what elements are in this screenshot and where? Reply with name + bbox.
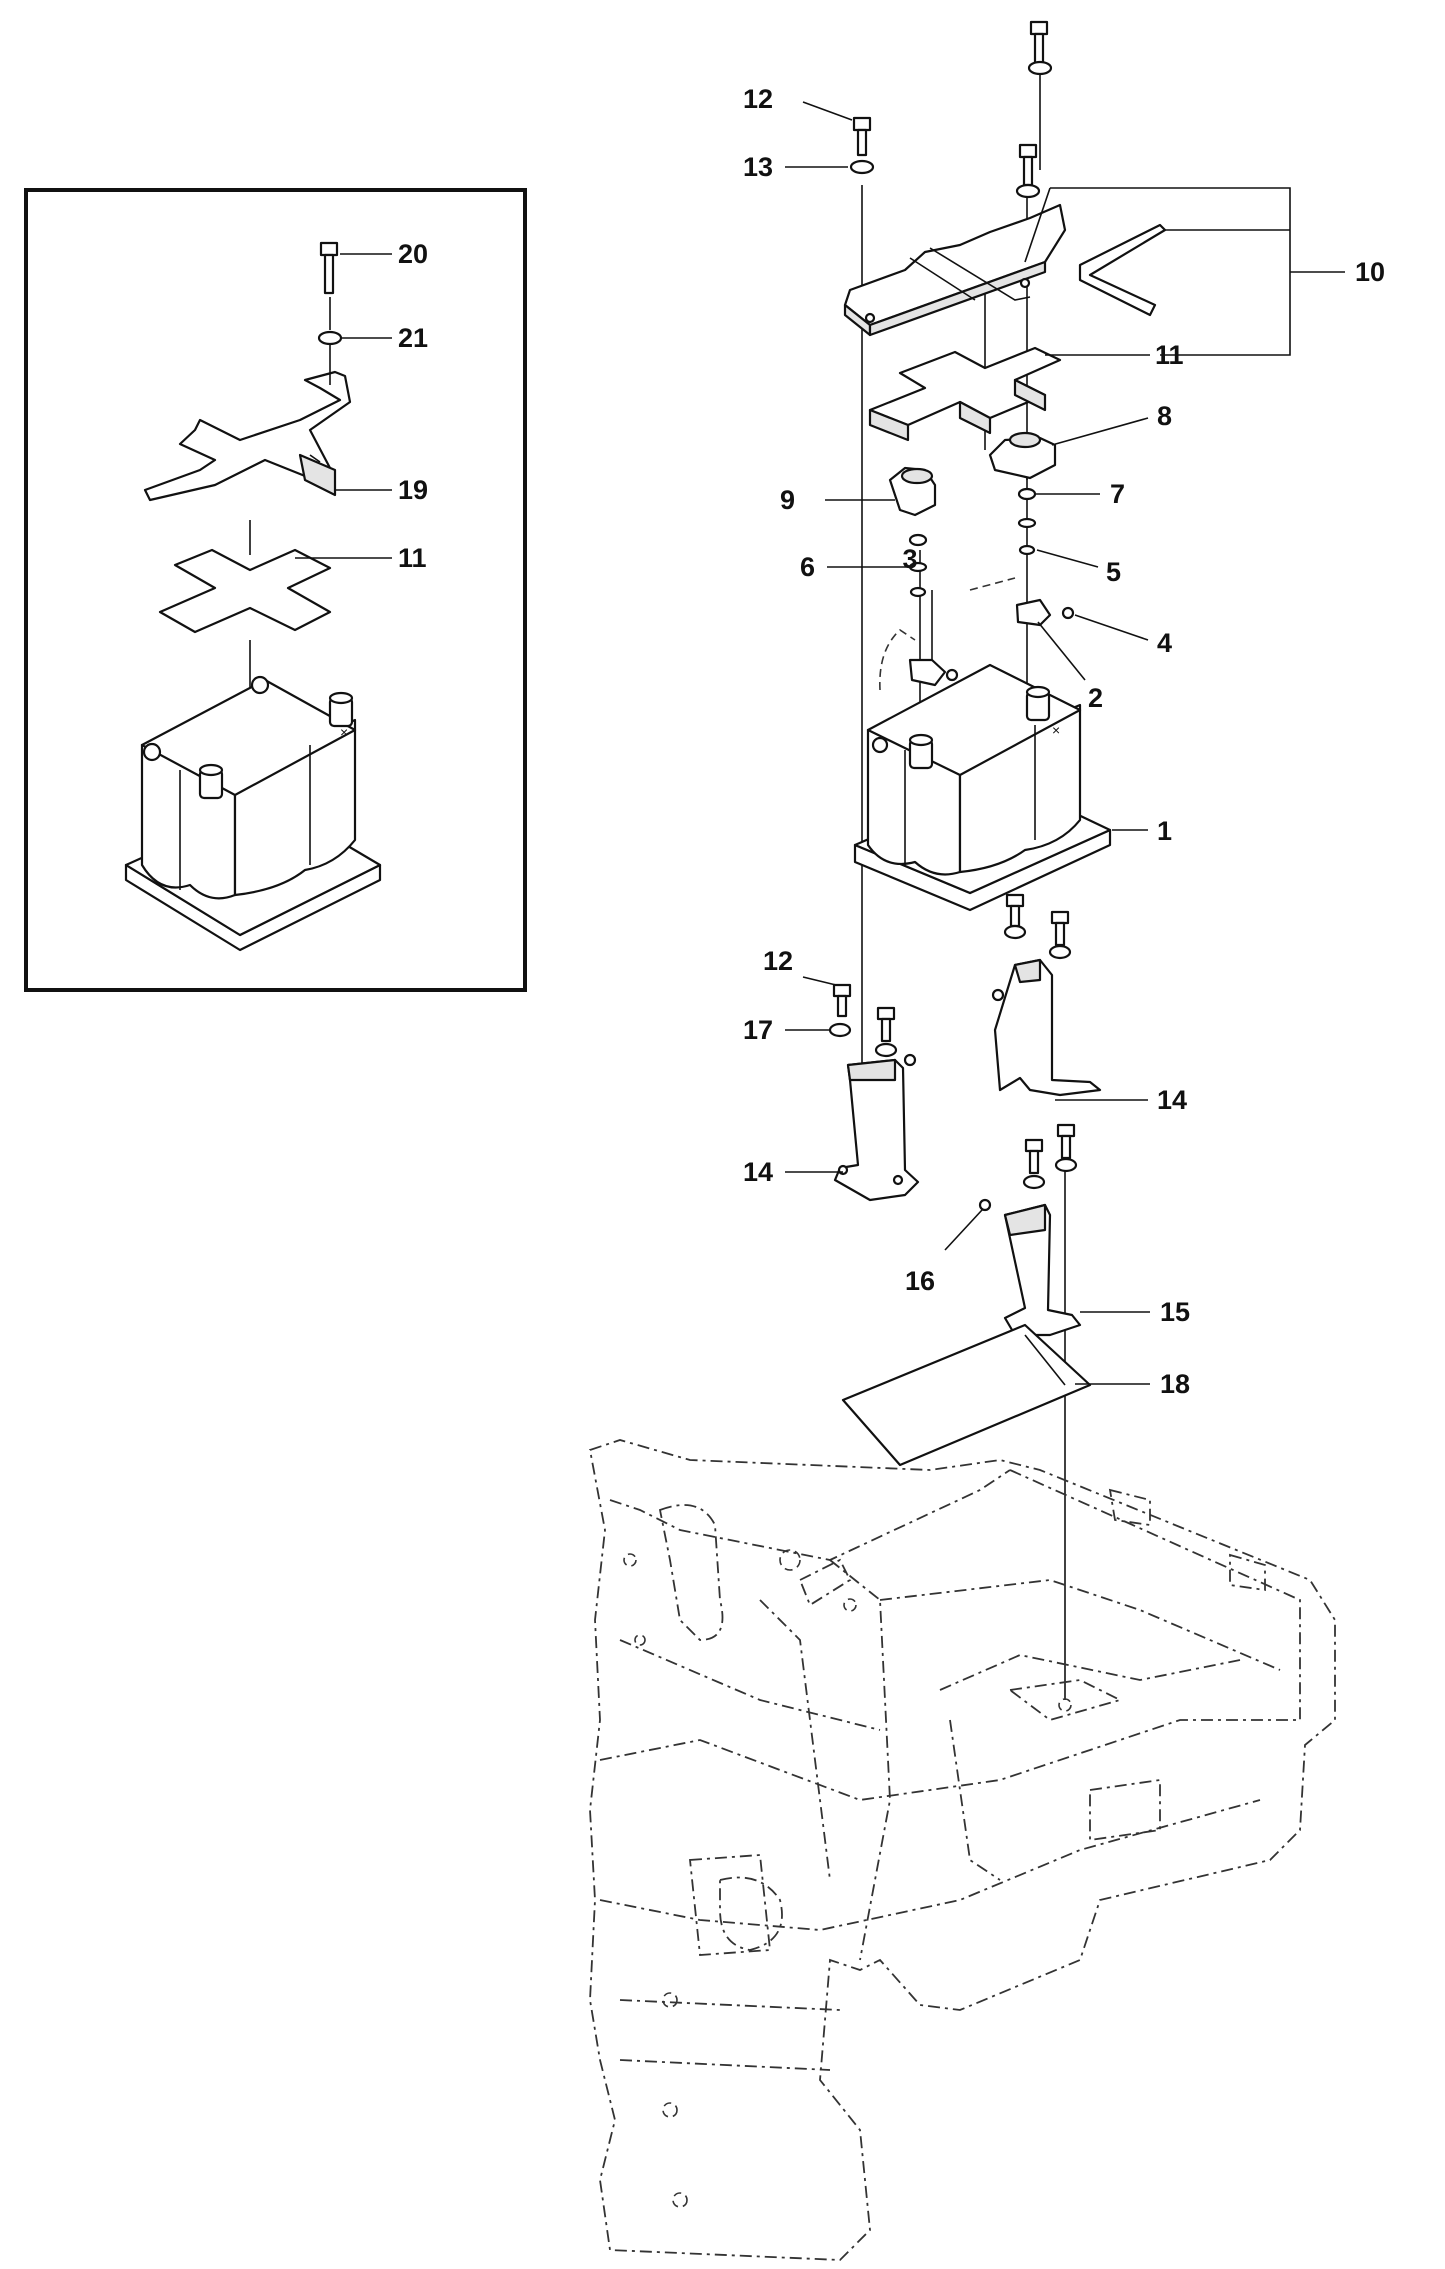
callout-12-top: 12: [743, 84, 773, 114]
inset-frame: [24, 188, 527, 992]
bolt-12-top: [852, 116, 872, 157]
callout-4: 4: [1157, 628, 1172, 658]
callout-21: 21: [398, 323, 428, 353]
inset-pad-11: [158, 548, 332, 634]
callout-13: 13: [743, 152, 773, 182]
bracket-15: [978, 1123, 1082, 1337]
inset-hold-down-bracket-19: [143, 370, 352, 502]
inset-battery: ×: [124, 675, 382, 952]
callout-17: 17: [743, 1015, 773, 1045]
bracket-14-right: [991, 893, 1102, 1097]
callout-5: 5: [1106, 557, 1121, 587]
battery-1: ×: [853, 663, 1112, 912]
inset-washer-21: [317, 330, 343, 346]
svg-text:×: ×: [1052, 722, 1060, 738]
callout-19: 19: [398, 475, 428, 505]
callout-11-inset: 11: [398, 543, 427, 573]
terminal-cover-8: [988, 431, 1057, 480]
inset-bolt-20: [319, 241, 339, 295]
tray-mat-18: [841, 1323, 1092, 1467]
callout-8: 8: [1157, 401, 1172, 431]
callout-9: 9: [780, 485, 795, 515]
callout-14-left: 14: [743, 1157, 773, 1187]
callout-11-main: 11: [1155, 340, 1184, 370]
hold-down-frame-10: [843, 203, 1167, 337]
callout-10: 10: [1355, 257, 1385, 287]
callout-12-low: 12: [763, 946, 793, 976]
callout-15: 15: [1160, 1297, 1190, 1327]
machine-frame-dashed: [588, 1439, 1336, 2261]
hold-down-angle: [1078, 223, 1167, 317]
callout-6: 6: [800, 552, 815, 582]
callout-3: 3: [902, 544, 917, 574]
washer-13: [849, 159, 875, 175]
callout-7: 7: [1110, 479, 1125, 509]
pad-11: [868, 346, 1062, 442]
main-assembly: ×: [588, 20, 1336, 2261]
callout-18: 18: [1160, 1369, 1190, 1399]
terminal-hardware: [908, 487, 1037, 598]
terminal-clamp-3: [879, 628, 959, 691]
callout-1: 1: [1157, 816, 1172, 846]
callout-labels: 12 13 10 11 8 9 7 3 6 5 4 2 1 12 17 14 1…: [398, 84, 1385, 1399]
leader-lines: [785, 101, 1345, 1385]
bracket-14-left: [828, 983, 920, 1202]
svg-text:×: ×: [340, 724, 348, 740]
callout-20: 20: [398, 239, 428, 269]
callout-2: 2: [1088, 683, 1103, 713]
top-bolt-right: [1027, 20, 1053, 76]
terminal-clamp-2: [969, 577, 1075, 627]
inset-panel: ×: [24, 188, 527, 992]
callout-16: 16: [905, 1266, 935, 1296]
top-bolt-mid: [1015, 143, 1041, 199]
callout-14-right: 14: [1157, 1085, 1187, 1115]
terminal-cover-9: [888, 466, 937, 517]
